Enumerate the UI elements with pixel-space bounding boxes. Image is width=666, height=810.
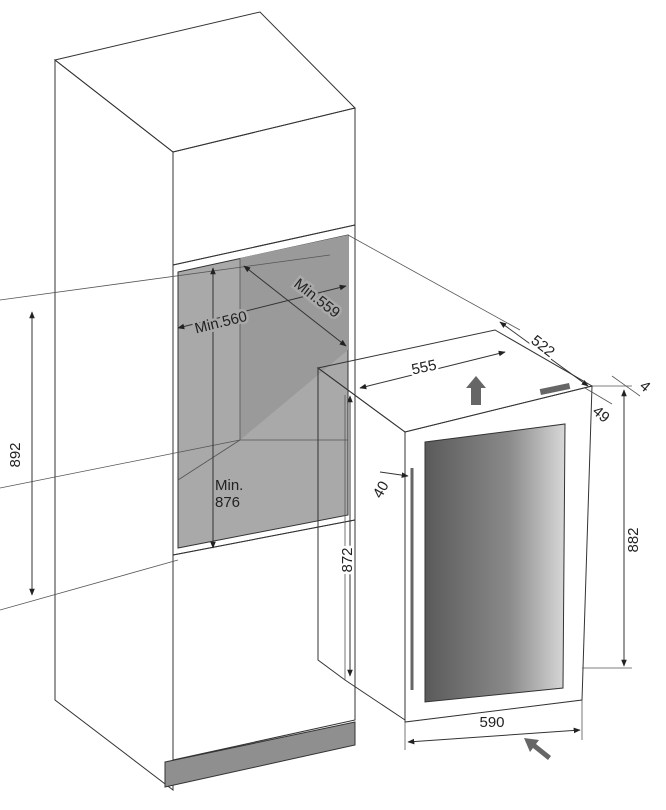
niche-depth-dimension [243,265,347,347]
handle-gap-label: 40 [370,478,393,501]
appliance-depth-dimension [499,321,589,387]
niche-height-label-1: Min. [215,477,243,494]
appliance-width-top-label: 555 [410,357,438,379]
appliance-width-bottom-label: 590 [479,714,504,731]
top-offset-label: 4 [636,377,653,395]
appliance-depth-label: 522 [528,332,558,361]
cabinet-lower-door [172,519,356,761]
handle-gap-dimension [379,471,409,478]
control-panel [539,382,571,396]
airflow-in-arrow [524,738,551,760]
appliance-width-bottom-dimension [407,727,581,745]
tall-cabinet [53,11,356,792]
total-height-label: 882 [625,527,642,552]
cabinet-plinth [164,721,356,788]
appliance-side [317,367,406,721]
door-offset-label: 49 [589,403,613,427]
niche-height-label-2: 876 [215,494,240,511]
appliance-width-top-dimension [359,350,506,390]
door-glass [424,423,566,703]
airflow-up-arrow [466,376,486,405]
appliance-height-label: 872 [339,547,356,572]
cabinet-height-label: 892 [7,442,24,467]
cabinet-top [53,11,356,153]
cabinet-side [54,58,174,792]
wine-cooler [316,329,594,723]
